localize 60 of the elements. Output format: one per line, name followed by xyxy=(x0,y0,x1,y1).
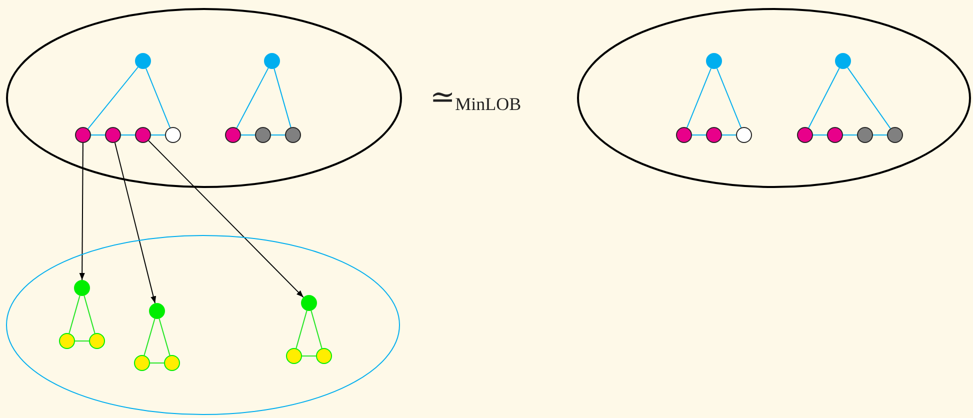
graph-vertex xyxy=(89,333,105,349)
graph-vertex xyxy=(75,127,91,143)
graph-edge xyxy=(150,134,166,136)
graph-edge xyxy=(808,68,840,128)
graph-edge xyxy=(686,68,712,128)
graph-edge xyxy=(84,295,96,334)
graph-edge xyxy=(150,362,164,364)
graph-edge xyxy=(68,295,80,334)
graph-vertex xyxy=(225,127,241,143)
arrow xyxy=(148,140,304,298)
graph-vertex xyxy=(857,127,873,143)
graph-edge xyxy=(812,134,828,136)
ellipse-set xyxy=(577,8,971,188)
arrow xyxy=(79,142,85,280)
relation-symbol: ≃$_{MinLOB}$ xyxy=(430,80,522,115)
graph-edge xyxy=(120,134,136,136)
graph-edge xyxy=(146,68,170,128)
graph-edge xyxy=(872,134,888,136)
graph-vertex xyxy=(827,127,843,143)
graph-vertex xyxy=(706,53,722,69)
graph-vertex xyxy=(797,127,813,143)
graph-vertex xyxy=(285,127,301,143)
graph-edge xyxy=(274,68,292,128)
graph-vertex xyxy=(74,280,90,296)
graph-edge xyxy=(722,134,736,136)
graph-edge xyxy=(88,66,138,130)
graph-edge xyxy=(74,340,90,342)
graph-vertex xyxy=(165,127,181,143)
graph-edge xyxy=(310,310,322,349)
graph-edge xyxy=(158,318,170,356)
graph-edge xyxy=(144,318,156,356)
graph-edge xyxy=(296,310,308,349)
graph-edge xyxy=(842,134,858,136)
ellipse-set xyxy=(6,8,402,188)
graph-vertex xyxy=(134,355,150,371)
graph-vertex xyxy=(316,348,332,364)
graph-edge xyxy=(270,134,286,136)
graph-vertex xyxy=(676,127,692,143)
graph-edge xyxy=(716,68,742,128)
graph-vertex xyxy=(264,53,280,69)
graph-edge xyxy=(236,68,269,128)
graph-vertex xyxy=(59,333,75,349)
graph-vertex xyxy=(105,127,121,143)
graph-vertex xyxy=(887,127,903,143)
ellipse-set xyxy=(6,235,400,415)
graph-edge xyxy=(240,134,256,136)
graph-vertex xyxy=(301,295,317,311)
arrow xyxy=(114,142,156,304)
graph-vertex xyxy=(706,127,722,143)
graph-vertex xyxy=(736,127,752,143)
graph-vertex xyxy=(164,355,180,371)
graph-edge xyxy=(847,67,891,129)
graph-vertex xyxy=(255,127,271,143)
graph-edge xyxy=(692,134,706,136)
graph-vertex xyxy=(835,53,851,69)
graph-edge xyxy=(90,134,106,136)
graph-vertex xyxy=(149,303,165,319)
graph-vertex xyxy=(135,127,151,143)
graph-vertex xyxy=(135,53,151,69)
graph-vertex xyxy=(286,348,302,364)
